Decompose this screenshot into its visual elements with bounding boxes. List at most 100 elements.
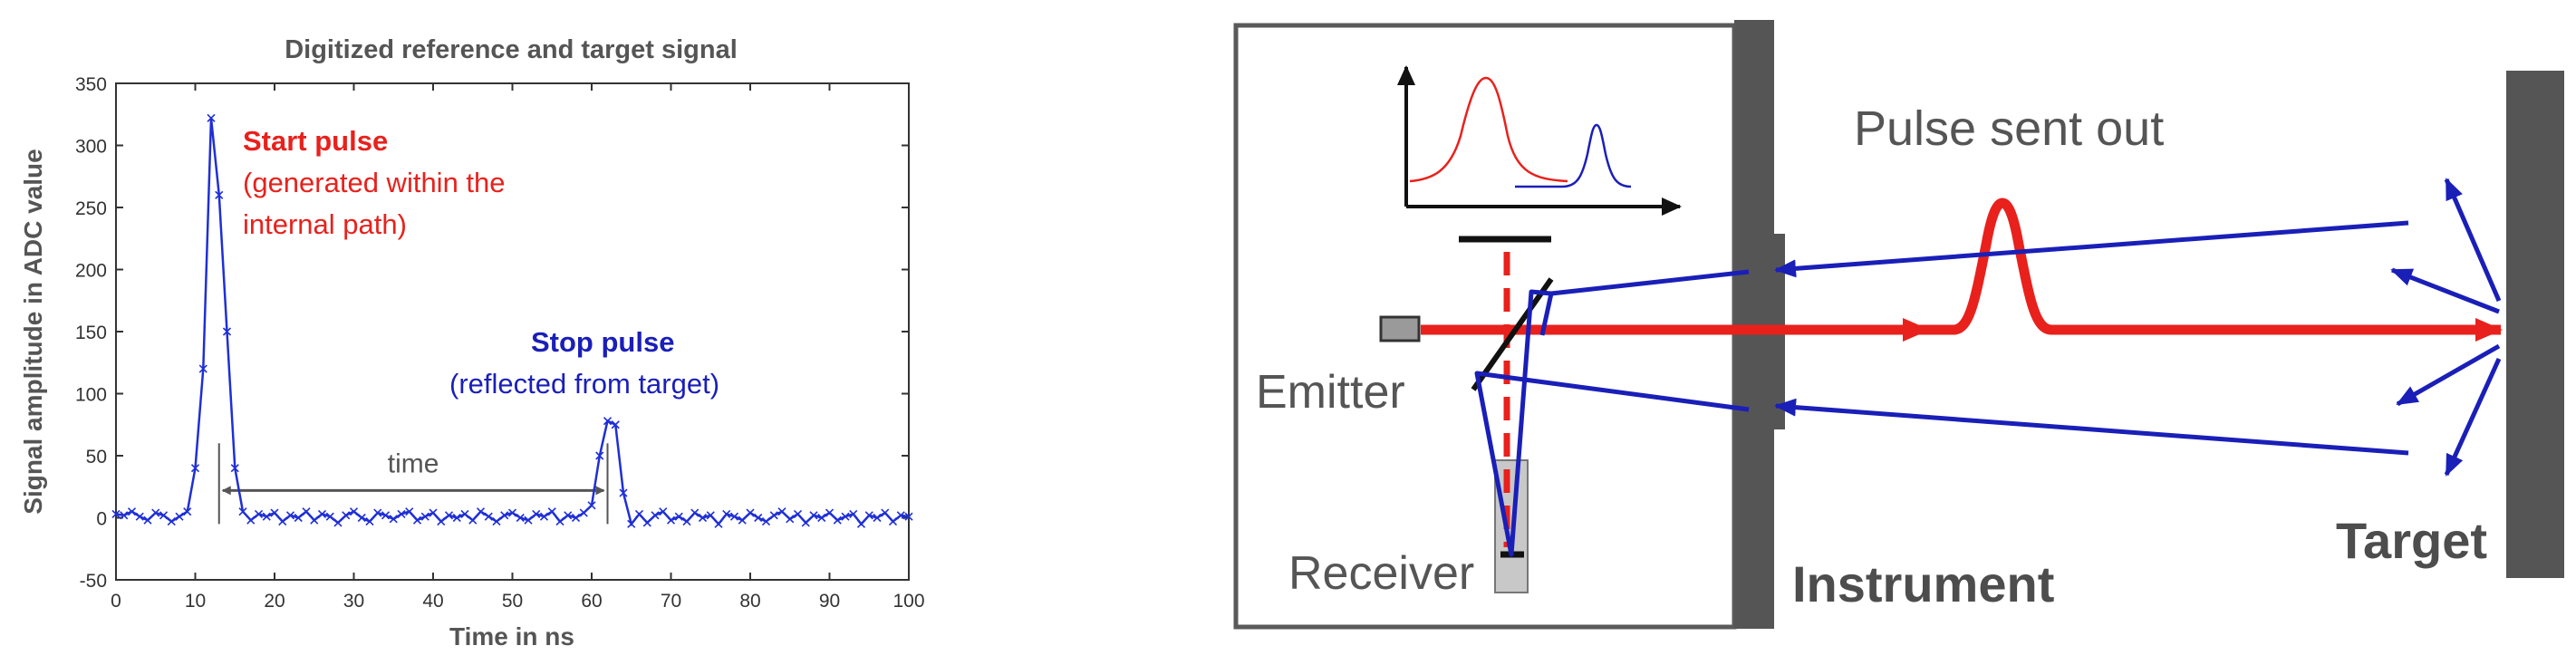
signal-point [397, 509, 406, 518]
signal-point [896, 511, 905, 520]
signal-point [833, 516, 842, 525]
signal-point [151, 508, 160, 517]
signal-point [143, 516, 152, 525]
y-axis-label: Signal amplitude in ADC value [19, 149, 47, 514]
scatter-arrows [2390, 178, 2502, 477]
instrument-label: Instrument [1792, 555, 2054, 612]
signal-point [500, 511, 509, 520]
signal-point [230, 464, 239, 473]
signal-point [310, 516, 319, 525]
y-tick-label: 250 [75, 198, 107, 219]
signal-point [183, 507, 192, 516]
signal-point [420, 512, 429, 521]
signal-point [127, 507, 137, 516]
signal-point [714, 519, 723, 528]
signal-point [135, 512, 144, 521]
signal-point [524, 516, 533, 525]
signal-point [460, 509, 469, 518]
signal-point [207, 113, 216, 122]
signal-point [175, 512, 184, 521]
signal-point [849, 509, 858, 518]
signal-point [389, 515, 398, 524]
signal-point [587, 501, 596, 510]
signal-point [690, 508, 699, 517]
signal-point [761, 517, 771, 526]
signal-point [746, 508, 755, 517]
tof-diagram: Pulse sent out Emitter Receiver Instrume… [1233, 20, 2564, 630]
pulse-shape [1921, 198, 2477, 335]
signal-point [904, 512, 913, 521]
signal-point [120, 511, 129, 520]
signal-point [825, 508, 835, 517]
signal-point [564, 511, 573, 520]
signal-point [786, 515, 795, 524]
signal-point [349, 507, 359, 516]
signal-point [682, 517, 691, 526]
signal-point [381, 511, 391, 520]
signal-point [484, 512, 493, 521]
signal-point [547, 507, 556, 516]
signal-point [476, 507, 486, 516]
y-tick-label: 200 [75, 261, 107, 282]
signal-point [285, 511, 295, 520]
signal-point [437, 517, 446, 526]
x-tick-label: 60 [581, 591, 602, 612]
signal-point [365, 517, 374, 526]
signal-point [516, 513, 525, 523]
x-tick-label: 0 [111, 591, 121, 612]
signal-point [215, 190, 224, 199]
signal-point [238, 507, 247, 516]
return-rays [1474, 220, 2409, 557]
signal-point [429, 508, 438, 517]
plot-frame [115, 82, 910, 581]
signal-point [325, 512, 334, 521]
signal-point [579, 508, 588, 517]
signal-point [888, 517, 898, 526]
signal-point [777, 507, 786, 516]
signal-point [373, 508, 382, 517]
x-tick-label: 40 [422, 591, 443, 612]
x-tick-label: 90 [819, 591, 840, 612]
signal-point [342, 511, 351, 520]
signal-point [333, 518, 343, 527]
signal-point [651, 511, 660, 520]
signal-point [595, 451, 604, 460]
signal-point [642, 518, 651, 527]
y-tick-label: 150 [75, 323, 107, 343]
signal-point [317, 509, 327, 518]
signal-point [571, 513, 581, 523]
target-label: Target [2336, 512, 2487, 569]
target-wall [2506, 71, 2564, 578]
signal-point [864, 511, 873, 520]
signal-point [729, 512, 739, 521]
signal-point [706, 511, 715, 520]
signal-point [452, 513, 461, 523]
signal-point [222, 327, 232, 336]
signal-point [198, 364, 207, 373]
signal-point [254, 509, 264, 518]
x-axis-label: Time in ns [449, 622, 574, 651]
signal-point [270, 508, 279, 517]
chart-title: Digitized reference and target signal [285, 35, 738, 64]
signal-point [405, 507, 414, 516]
signal-point [159, 511, 169, 520]
start-pulse-line2: internal path) [243, 208, 407, 240]
signal-point [262, 512, 271, 521]
signal-point [357, 513, 366, 523]
signal-point [856, 519, 866, 528]
signal-point [634, 509, 644, 518]
signal-point [294, 513, 303, 523]
signal-point [246, 516, 256, 525]
signal-point [619, 488, 628, 497]
signal-point [769, 511, 778, 520]
signal-point [722, 509, 731, 518]
y-tick-label: 300 [75, 137, 107, 158]
signal-point [444, 511, 454, 520]
signal-point [468, 516, 478, 525]
stop-pulse-line1: (reflected from target) [449, 368, 719, 400]
signal-point [492, 517, 501, 526]
signal-point [817, 513, 826, 523]
receiver-label: Receiver [1288, 547, 1474, 600]
signal-point [278, 517, 287, 526]
